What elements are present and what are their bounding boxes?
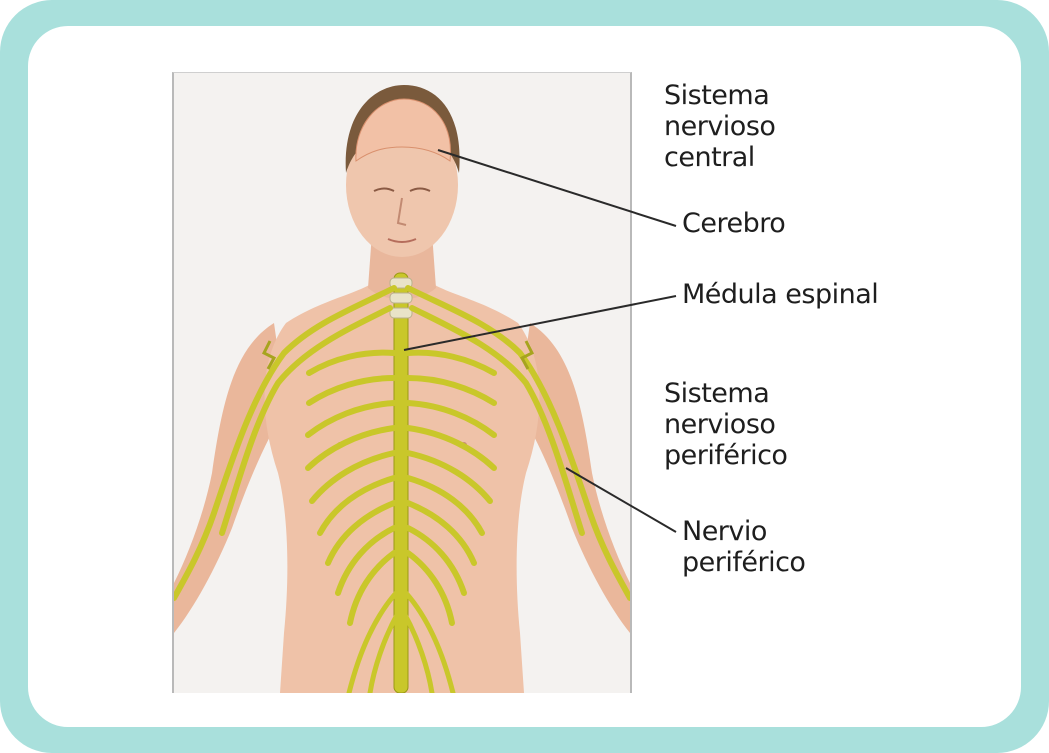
brain-leader-line <box>437 149 677 227</box>
spinal-cord-leader-line <box>403 295 677 351</box>
peripheral-nerve-label: Nervio periférico <box>682 516 806 578</box>
lumbar-nerves <box>346 590 456 693</box>
brain-label: Cerebro <box>682 208 786 239</box>
peripheral-nerve-leader-line <box>565 467 677 533</box>
cns-heading: Sistema nervioso central <box>664 80 776 173</box>
spinal-cord-label: Médula espinal <box>682 279 879 310</box>
brain <box>355 98 451 162</box>
intercostal-nerves <box>305 349 497 626</box>
human-figure <box>174 85 630 693</box>
pns-heading: Sistema nervioso periférico <box>664 378 788 471</box>
spinal-cord <box>393 272 409 693</box>
arm-nerves <box>174 285 630 601</box>
nervous-system-illustration <box>172 72 632 693</box>
